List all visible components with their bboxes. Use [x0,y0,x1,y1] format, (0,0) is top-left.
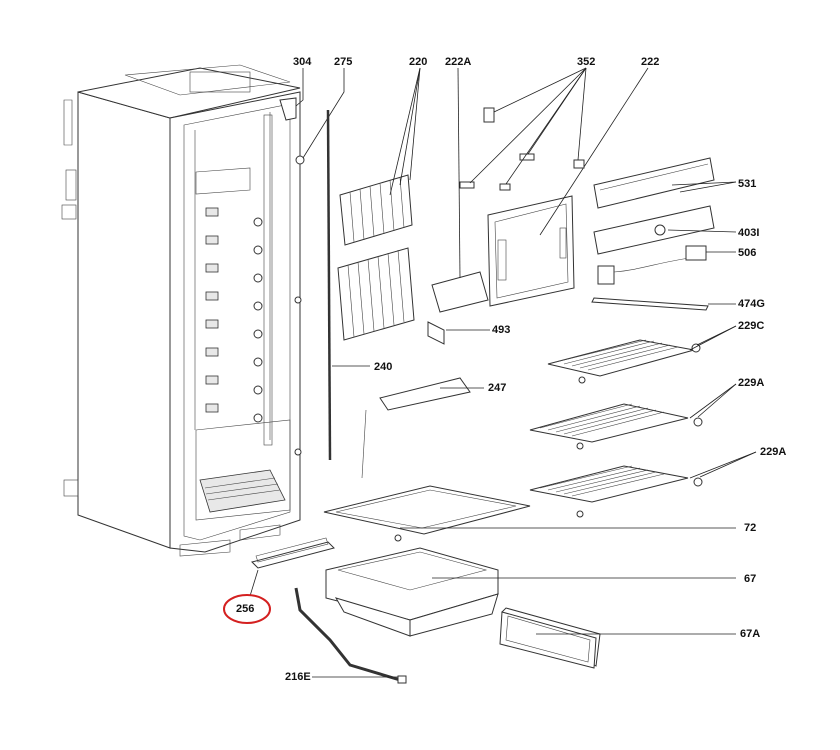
label-304: 304 [293,56,312,68]
label-240: 240 [374,361,393,373]
part-222-door [487,67,649,307]
part-247-rail [361,377,484,479]
label-256: 256 [236,603,255,615]
part-531-control-cover [593,157,737,209]
part-403I-control-panel [593,205,737,255]
part-275-screw [295,68,345,165]
label-506: 506 [738,247,757,259]
part-506-wiring [597,245,736,285]
part-222A-door-base [431,67,489,313]
label-352: 352 [577,56,596,68]
part-67-crisper-drawer [325,547,736,637]
label-493: 493 [492,324,511,336]
label-229C: 229C [738,320,765,332]
part-256-bottom-rail [249,537,335,597]
part-216E-drain-tube [294,587,407,684]
label-275: 275 [334,56,353,68]
part-304-hinge [279,68,304,121]
part-229C-wire-shelf [547,325,737,384]
label-229A-upper: 229A [738,377,765,389]
part-352-clips [459,67,587,191]
label-474G: 474G [738,298,765,310]
label-222A: 222A [445,56,472,68]
highlight-circle [223,594,271,624]
part-67A-drawer-front [499,607,736,669]
part-72-glass-shelf [323,485,736,542]
label-222: 222 [641,56,660,68]
part-220-door-shelves [337,67,421,341]
part-493-bracket [427,321,490,345]
label-403I: 403I [738,227,760,239]
label-67: 67 [744,573,757,585]
label-72: 72 [744,522,757,534]
label-247: 247 [488,382,507,394]
label-220: 220 [409,56,428,68]
fridge-cabinet [61,64,302,557]
part-240-seal [326,109,370,461]
part-474G-rail [591,297,736,311]
label-531: 531 [738,178,757,190]
part-229A-wire-shelf-upper [529,383,737,450]
part-229A-wire-shelf-lower [529,451,757,518]
label-229A-lower: 229A [760,446,787,458]
label-67A: 67A [740,628,761,640]
label-216E: 216E [285,671,311,683]
